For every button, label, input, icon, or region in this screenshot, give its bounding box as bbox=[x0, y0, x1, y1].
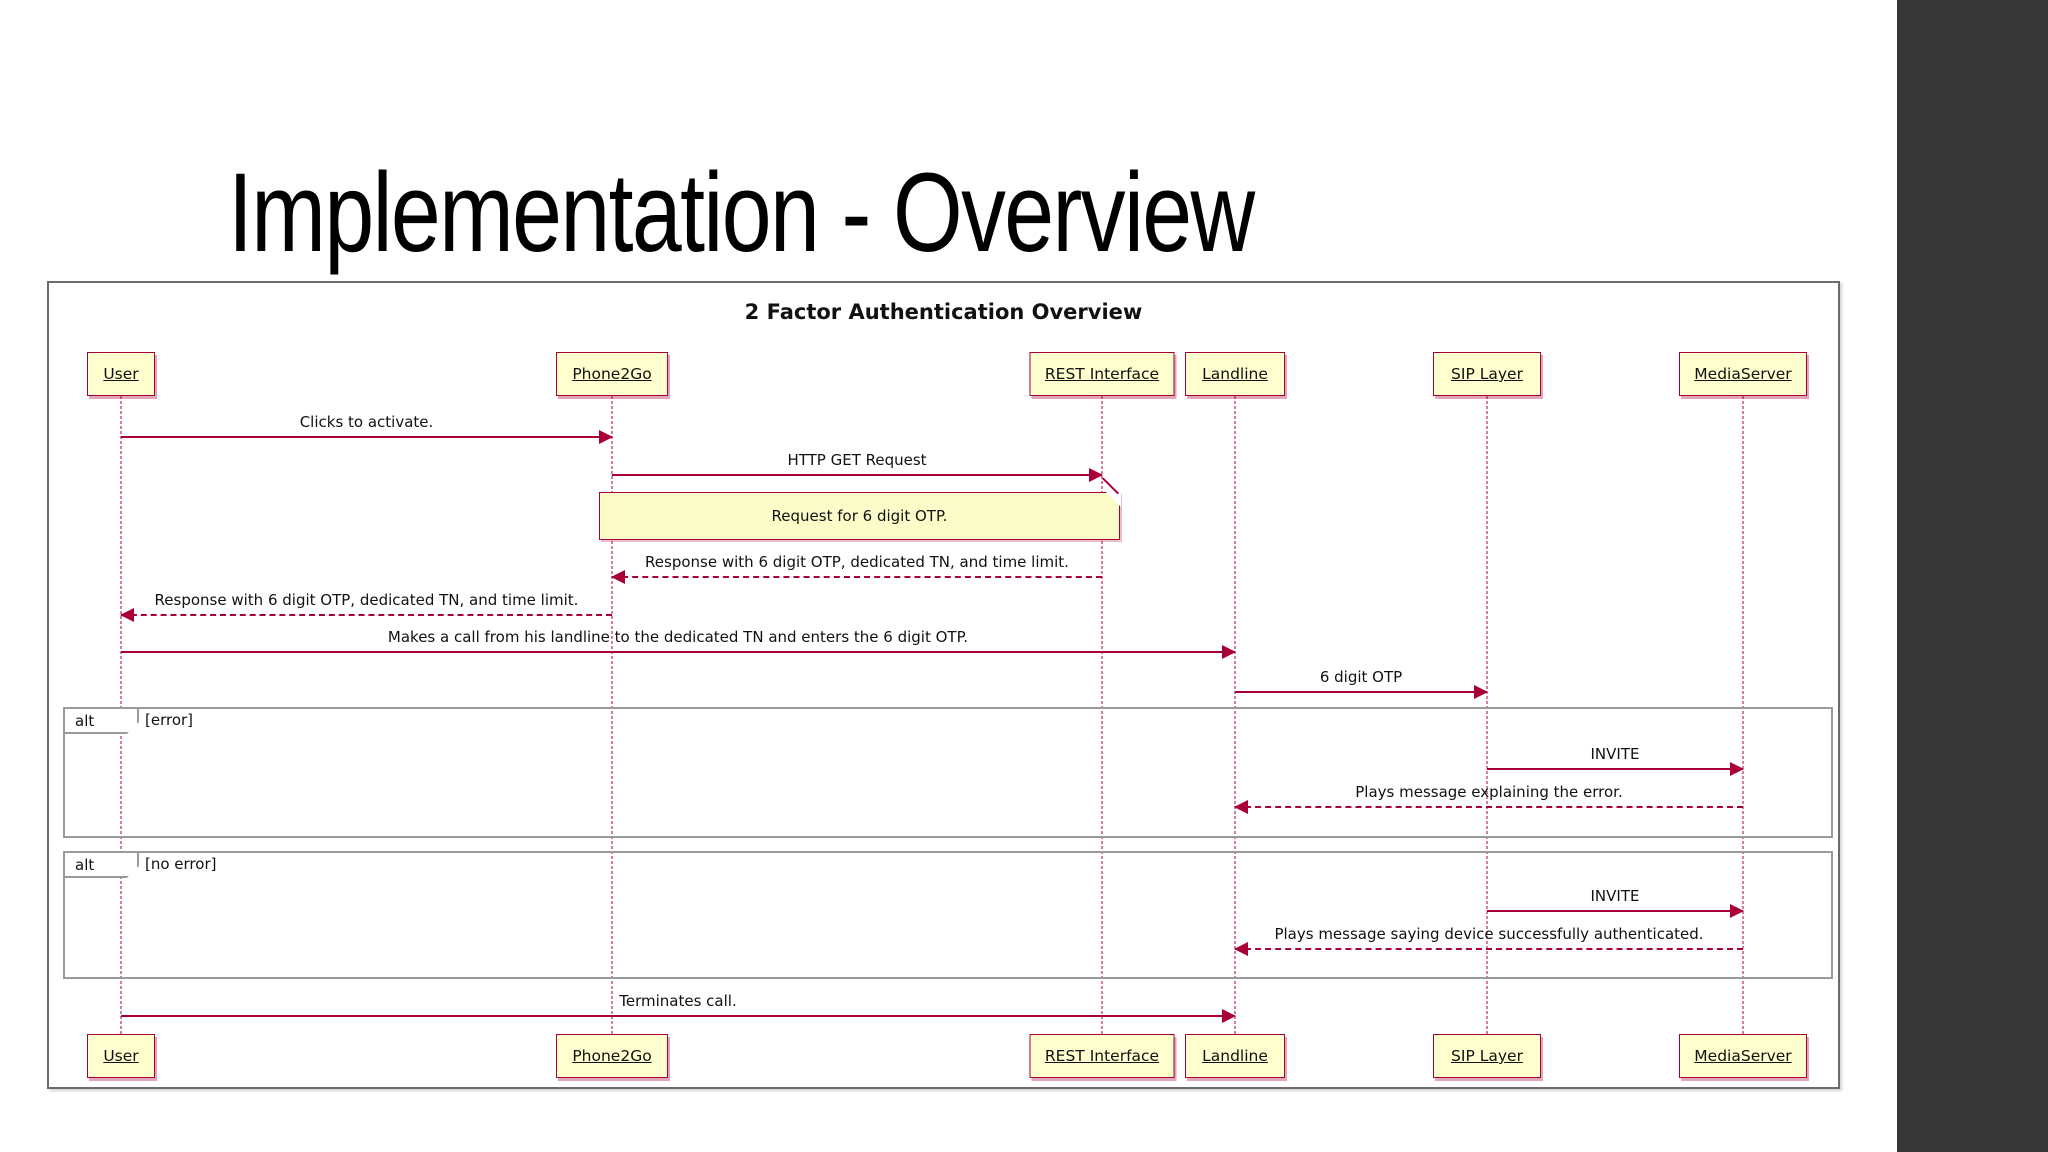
alt-operator-label: alt bbox=[63, 707, 139, 734]
lifeline-phone2go bbox=[611, 396, 613, 1034]
message-http-get-request: HTTP GET Request bbox=[612, 450, 1103, 482]
actor-box-mediaserver-bottom: MediaServer bbox=[1679, 1034, 1807, 1078]
note-text: Request for 6 digit OTP. bbox=[771, 507, 948, 525]
message-terminates-call: Terminates call. bbox=[121, 991, 1236, 1023]
actor-box-rest-interface-bottom: REST Interface bbox=[1029, 1034, 1175, 1078]
lifeline-rest-interface bbox=[1101, 396, 1103, 1034]
alt-operator-label: alt bbox=[63, 851, 139, 878]
sequence-diagram-frame: 2 Factor Authentication Overview User Ph… bbox=[47, 281, 1840, 1089]
alt-guard-error: [error] bbox=[145, 711, 194, 729]
lifeline-sip-layer bbox=[1486, 396, 1488, 1034]
message-plays-error: Plays message explaining the error. bbox=[1234, 782, 1743, 814]
message-invite-error: INVITE bbox=[1487, 744, 1744, 776]
alt-fragment-no-error: alt [no error] bbox=[63, 851, 1833, 979]
actor-box-landline-top: Landline bbox=[1185, 352, 1285, 396]
actor-box-phone2go-top: Phone2Go bbox=[556, 352, 668, 396]
right-sidebar-panel bbox=[1897, 0, 2048, 1152]
alt-guard-no-error: [no error] bbox=[145, 855, 217, 873]
message-plays-authenticated: Plays message saying device successfully… bbox=[1234, 924, 1743, 956]
actor-box-landline-bottom: Landline bbox=[1185, 1034, 1285, 1078]
message-makes-call: Makes a call from his landline to the de… bbox=[121, 627, 1236, 659]
slide-title: Implementation - Overview bbox=[228, 150, 1255, 275]
lifeline-mediaserver bbox=[1742, 396, 1744, 1034]
actor-box-phone2go-bottom: Phone2Go bbox=[556, 1034, 668, 1078]
actor-box-sip-layer-top: SIP Layer bbox=[1433, 352, 1541, 396]
message-clicks-to-activate: Clicks to activate. bbox=[121, 412, 613, 444]
message-6-digit-otp: 6 digit OTP bbox=[1235, 667, 1488, 699]
note-request-otp: Request for 6 digit OTP. bbox=[599, 491, 1121, 540]
actor-box-sip-layer-bottom: SIP Layer bbox=[1433, 1034, 1541, 1078]
actor-box-mediaserver-top: MediaServer bbox=[1679, 352, 1807, 396]
alt-fragment-error: alt [error] bbox=[63, 707, 1833, 838]
lifeline-landline bbox=[1234, 396, 1236, 1034]
message-response-otp-to-user: Response with 6 digit OTP, dedicated TN,… bbox=[120, 590, 612, 622]
message-response-otp-to-phone2go: Response with 6 digit OTP, dedicated TN,… bbox=[611, 552, 1102, 584]
diagram-title: 2 Factor Authentication Overview bbox=[744, 300, 1143, 324]
message-invite-no-error: INVITE bbox=[1487, 886, 1744, 918]
actor-box-user-bottom: User bbox=[87, 1034, 155, 1078]
actor-box-user-top: User bbox=[87, 352, 155, 396]
actor-box-rest-interface-top: REST Interface bbox=[1029, 352, 1175, 396]
